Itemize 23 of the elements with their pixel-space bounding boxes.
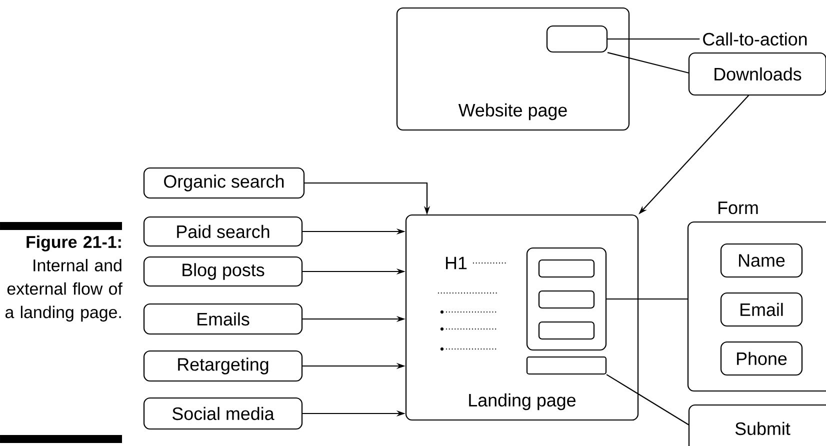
- connector-line: [606, 298, 688, 300]
- submit-bar: [526, 356, 607, 375]
- rounded-box: Retargeting: [143, 350, 303, 382]
- connector-line: [608, 38, 700, 40]
- button-shape: [546, 25, 608, 53]
- node-label: Form: [718, 202, 758, 214]
- form-widget: [526, 247, 607, 351]
- rounded-box: Organic search: [143, 167, 305, 199]
- heading-label: H1: [446, 256, 467, 270]
- rounded-box: Blog posts: [143, 256, 303, 287]
- rounded-box: Name: [720, 243, 803, 278]
- connector-line: [606, 374, 690, 426]
- connector-line: [607, 52, 690, 74]
- page-frame: Website page: [396, 7, 630, 131]
- rounded-box: Social media: [143, 397, 303, 430]
- rounded-box: Email: [720, 292, 803, 327]
- callout-text: Call-to-action: [703, 32, 807, 46]
- rounded-box: Paid search: [143, 216, 303, 247]
- rounded-box: Emails: [143, 303, 303, 335]
- rounded-box: Downloads: [688, 52, 826, 96]
- figure-caption: Figure 21-1: Internal and external flow of a landing page.: [5, 236, 122, 322]
- rounded-box: Phone: [720, 341, 803, 376]
- rounded-box: Submit: [688, 404, 826, 446]
